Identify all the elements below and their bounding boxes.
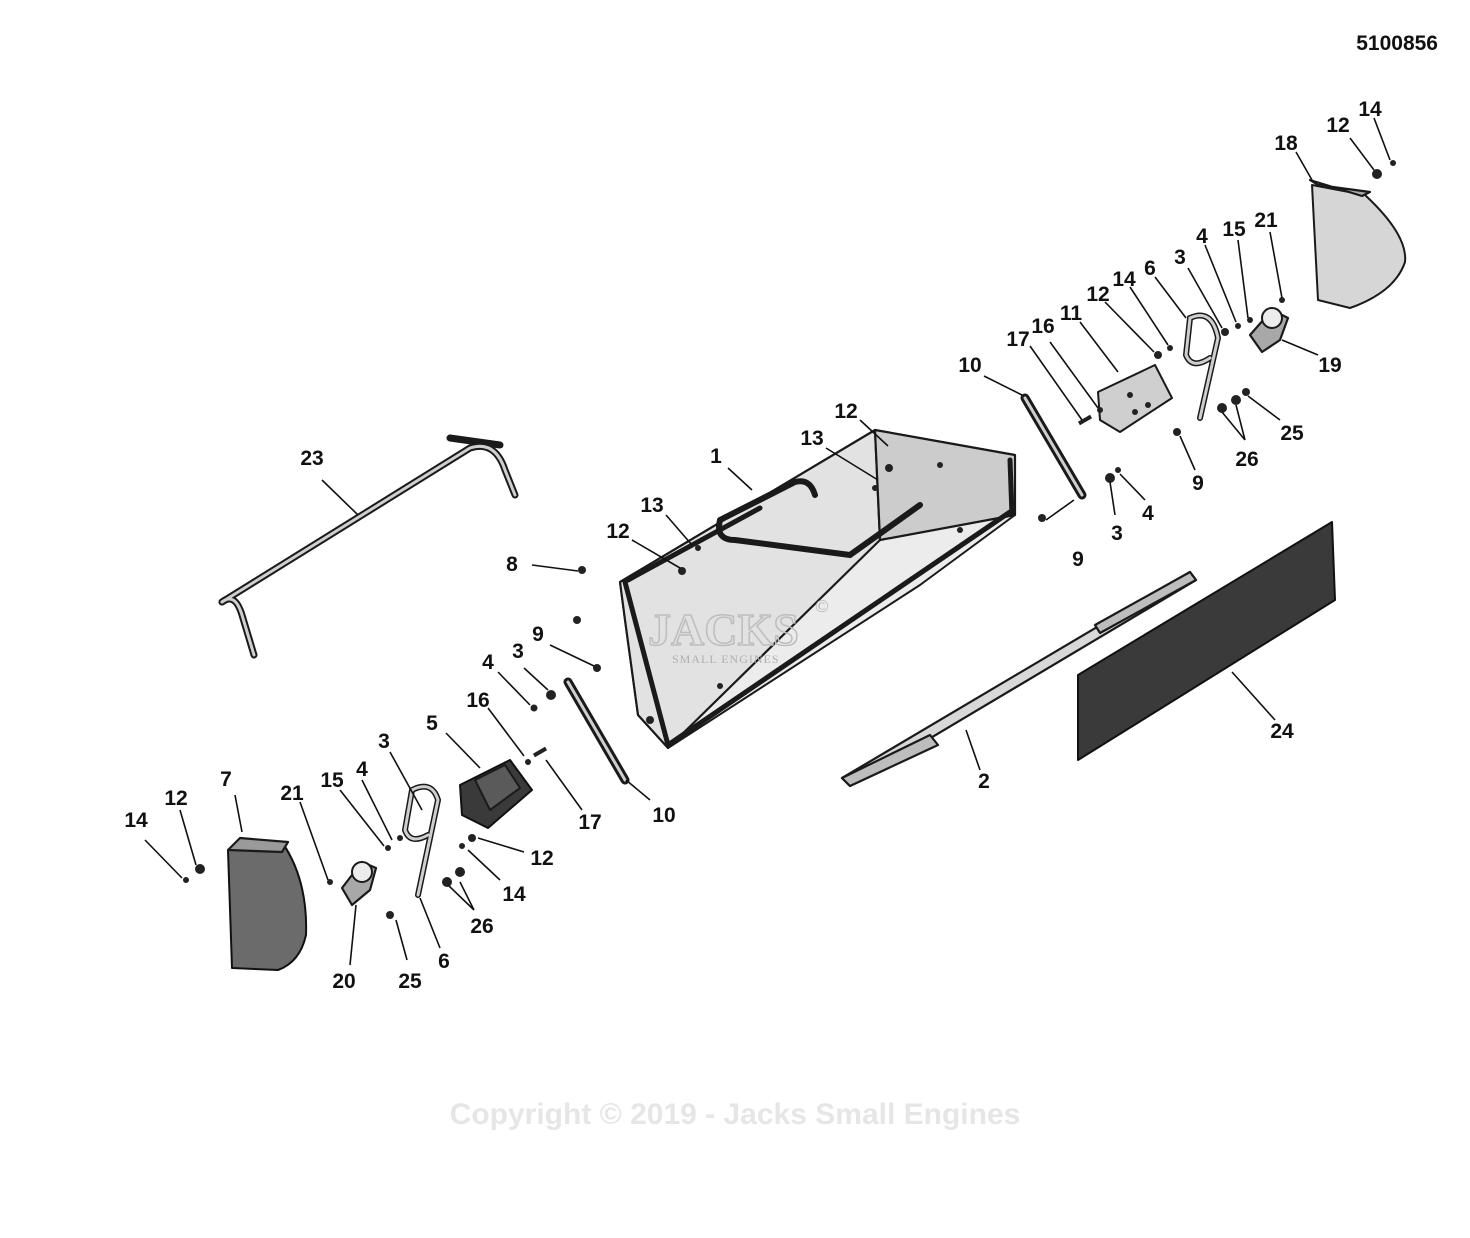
callout-4-right-lower: 4 xyxy=(1142,502,1154,525)
callout-13-hopper-top: 13 xyxy=(800,427,823,450)
callout-16-right: 16 xyxy=(1031,315,1054,338)
watermark-brand: JACKS xyxy=(648,604,799,655)
callout-16-left: 16 xyxy=(466,689,489,712)
callout-9-left: 9 xyxy=(532,623,544,646)
callout-12-hopper-front: 12 xyxy=(606,520,629,543)
callout-10-left: 10 xyxy=(652,804,675,827)
callout-15-right: 15 xyxy=(1222,218,1246,241)
callout-12-hopper-top: 12 xyxy=(834,400,857,423)
callout-12-left-bracket: 12 xyxy=(530,847,553,870)
callout-6-right: 6 xyxy=(1144,257,1156,280)
drawing-number: 5100856 xyxy=(1356,32,1438,55)
callout-12-right-bracket: 12 xyxy=(1086,283,1109,306)
part-bracket-left xyxy=(459,759,533,829)
part-side-tube-right xyxy=(1020,393,1087,500)
part-end-plate-left xyxy=(226,836,308,971)
callout-26-left: 26 xyxy=(470,915,493,938)
watermark-logo: JACKS © SMALL ENGINES xyxy=(647,596,830,666)
callout-6-left: 6 xyxy=(438,950,450,973)
callout-19: 19 xyxy=(1318,354,1341,377)
part-rear-bail-rod xyxy=(218,434,519,659)
callout-4-right-upper: 4 xyxy=(1196,225,1208,248)
callout-3-right-lower: 3 xyxy=(1111,522,1123,545)
callout-21-left: 21 xyxy=(280,782,304,805)
callout-9-right: 9 xyxy=(1192,472,1204,495)
part-hub-right xyxy=(1248,307,1290,354)
callout-3-right-upper: 3 xyxy=(1174,246,1186,269)
callout-14-left-plate: 14 xyxy=(124,809,148,832)
leader-lines xyxy=(144,117,1391,966)
callout-14-right-bracket: 14 xyxy=(1112,268,1136,291)
callout-17-right: 17 xyxy=(1006,328,1029,351)
watermark-tagline: SMALL ENGINES xyxy=(672,652,780,666)
part-end-plate-right xyxy=(1308,178,1407,309)
part-hopper-body xyxy=(618,428,1017,750)
callout-3-left-upper: 3 xyxy=(512,640,524,663)
part-hub-left xyxy=(340,860,378,907)
part-handle-right xyxy=(1182,312,1222,421)
callout-labels: 23 1 12 13 13 12 8 9 3 4 5 16 17 10 12 1… xyxy=(124,98,1382,993)
callout-17-left: 17 xyxy=(578,811,601,834)
callout-10-right: 10 xyxy=(958,354,981,377)
callout-11: 11 xyxy=(1060,302,1083,325)
part-side-tube-left xyxy=(563,677,630,785)
callout-26-right: 26 xyxy=(1235,448,1258,471)
callout-13-hopper-front: 13 xyxy=(640,494,663,517)
callout-25-right: 25 xyxy=(1280,422,1304,445)
callout-2: 2 xyxy=(978,770,990,793)
callout-7: 7 xyxy=(220,768,232,791)
callout-9-center: 9 xyxy=(1072,548,1084,571)
callout-14-left-bracket: 14 xyxy=(502,883,526,906)
callout-12-left-plate: 12 xyxy=(164,787,187,810)
callout-18: 18 xyxy=(1274,132,1298,155)
callout-5: 5 xyxy=(426,712,438,735)
callout-20: 20 xyxy=(332,970,355,993)
callout-8: 8 xyxy=(506,553,518,576)
callout-4-left-upper: 4 xyxy=(482,651,494,674)
part-handle-left xyxy=(401,783,442,898)
callout-15-left: 15 xyxy=(320,769,344,792)
part-bracket-right xyxy=(1097,364,1173,433)
callout-23: 23 xyxy=(300,447,323,470)
copyright-notice: Copyright © 2019 - Jacks Small Engines xyxy=(450,1098,1021,1131)
callout-4-left-lower: 4 xyxy=(356,758,368,781)
part-lower-rail xyxy=(840,570,1198,788)
callout-1: 1 xyxy=(710,445,722,468)
callout-21-right: 21 xyxy=(1254,209,1278,232)
hardware-small xyxy=(183,160,1396,919)
callout-24: 24 xyxy=(1270,720,1294,743)
callout-25-left: 25 xyxy=(398,970,422,993)
callout-14-right-plate: 14 xyxy=(1358,98,1382,121)
part-rubber-flap xyxy=(1077,521,1336,761)
watermark-copyright-mark: © xyxy=(815,596,830,616)
callout-3-left-lower: 3 xyxy=(378,730,390,753)
callout-12-right-plate: 12 xyxy=(1326,114,1349,137)
